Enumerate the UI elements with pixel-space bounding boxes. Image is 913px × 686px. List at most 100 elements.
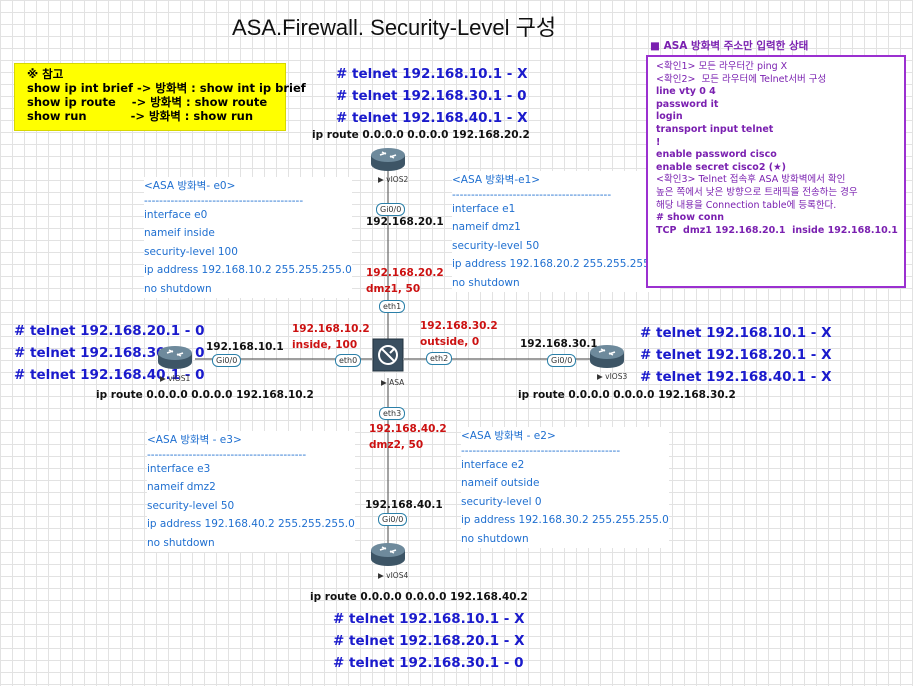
iface-vios4-gi00: Gi0/0: [378, 513, 408, 526]
device-label-vios3: ▶ vIOS3: [597, 372, 628, 381]
router-ip-vios2: 192.168.20.1: [366, 216, 444, 228]
telnet-line: # telnet 192.168.40.1 - X: [336, 110, 528, 126]
telnet-line: # telnet 192.168.30.1 - 0: [333, 655, 524, 671]
iface-asa-eth2: eth2: [426, 352, 453, 365]
router-ip-vios4: 192.168.40.1: [365, 499, 443, 511]
iface-asa-eth0: eth0: [335, 354, 362, 367]
telnet-results-vios1: # telnet 192.168.20.1 - 0 # telnet 192.1…: [14, 320, 205, 386]
config-line: <ASA 방화벽 - e2>: [461, 430, 556, 442]
config-line: security-level 50: [147, 499, 235, 512]
config-line: security-level 100: [144, 245, 238, 258]
route-vios2: ip route 0.0.0.0 0.0.0.0 192.168.20.2: [312, 129, 530, 141]
config-line: nameif dmz1: [452, 221, 521, 233]
telnet-results-vios3: # telnet 192.168.10.1 - X # telnet 192.1…: [640, 322, 832, 388]
reference-note: ※ 참고 show ip int brief -> 방화벽 : show int…: [14, 63, 306, 131]
reference-line: ※ 참고: [27, 67, 64, 81]
route-vios4: ip route 0.0.0.0 0.0.0.0 192.168.40.2: [310, 591, 528, 603]
device-name: ASA: [389, 378, 405, 387]
config-line: <ASA 방화벽- e0>: [144, 180, 236, 192]
device-name: vIOS1: [168, 374, 191, 383]
telnet-line: # telnet 192.168.10.1 - X: [336, 66, 528, 82]
reference-line: show run -> 방화벽 : show run: [27, 109, 254, 123]
asa-label-line: outside, 0: [420, 336, 480, 348]
iface-asa-eth3: eth3: [379, 407, 406, 420]
config-line: security-level 50: [452, 239, 540, 252]
config-line: ip address 192.168.20.2 255.255.255.0: [452, 258, 660, 270]
panel-line: # show conn: [656, 212, 724, 224]
config-line: no shutdown: [461, 532, 529, 545]
panel-line: <확인3> Telnet 접속후 ASA 방화벽에서 확인: [656, 174, 846, 186]
telnet-line: # telnet 192.168.20.1 - 0: [14, 323, 205, 339]
router-icon[interactable]: [370, 541, 406, 567]
device-label-vios1: ▶ vIOS1: [160, 374, 191, 383]
asa-label-dmz2: 192.168.40.2 dmz2, 50: [369, 421, 447, 453]
config-block-e2: <ASA 방화벽 - e2> -------------------------…: [461, 427, 669, 548]
router-icon[interactable]: [157, 344, 193, 370]
device-label-vios4: ▶ vIOS4: [378, 571, 409, 580]
config-line: nameif outside: [461, 477, 540, 489]
panel-line: TCP dmz1 192.168.20.1 inside 192.168.10.…: [656, 224, 898, 236]
router-icon[interactable]: [370, 146, 406, 172]
route-vios3: ip route 0.0.0.0 0.0.0.0 192.168.30.2: [518, 389, 736, 401]
asa-label-line: dmz1, 50: [366, 283, 421, 295]
telnet-line: # telnet 192.168.40.1 - X: [640, 369, 832, 385]
device-label-vios2: ▶ vIOS2: [378, 175, 409, 184]
iface-vios2-gi00: Gi0/0: [376, 203, 406, 216]
telnet-line: # telnet 192.168.30.1 - 0: [14, 345, 205, 361]
router-ip-vios1: 192.168.10.1: [206, 341, 284, 353]
asa-label-line: 192.168.30.2: [420, 320, 498, 332]
panel-line: !: [656, 136, 661, 148]
config-line: ----------------------------------------…: [452, 188, 612, 201]
config-line: nameif dmz2: [147, 481, 216, 493]
device-name: vIOS4: [386, 571, 409, 580]
panel-line: 해당 내용을 Connection table에 등록한다.: [656, 199, 837, 211]
asa-panel-title: ■ ASA 방화벽 주소만 입력한 상태: [650, 40, 809, 52]
reference-line: show ip int brief -> 방화벽 : show int ip b…: [27, 81, 306, 95]
asa-label-line: dmz2, 50: [369, 439, 424, 451]
device-label-asa: ▶ ASA: [381, 378, 405, 387]
iface-vios3-gi00: Gi0/0: [547, 354, 577, 367]
config-block-e3: <ASA 방화벽 - e3> -------------------------…: [147, 431, 355, 552]
device-name: vIOS3: [605, 372, 628, 381]
telnet-line: # telnet 192.168.30.1 - 0: [336, 88, 527, 104]
config-line: <ASA 방화벽-e1>: [452, 174, 541, 186]
device-name: vIOS2: [386, 175, 409, 184]
config-line: ip address 192.168.40.2 255.255.255.0: [147, 518, 355, 530]
reference-line: show ip route -> 방화벽 : show route: [27, 95, 268, 109]
asa-label-line: inside, 100: [292, 339, 358, 351]
panel-line: line vty 0 4: [656, 86, 716, 98]
telnet-line: # telnet 192.168.20.1 - X: [333, 633, 525, 649]
config-line: no shutdown: [452, 276, 520, 289]
config-line: ----------------------------------------…: [147, 448, 307, 461]
telnet-results-vios2: # telnet 192.168.10.1 - X # telnet 192.1…: [336, 63, 528, 129]
config-line: ip address 192.168.10.2 255.255.255.0: [144, 264, 352, 276]
asa-label-line: 192.168.10.2: [292, 323, 370, 335]
config-block-e1: <ASA 방화벽-e1> ---------------------------…: [452, 171, 660, 292]
panel-line: enable password cisco: [656, 149, 777, 161]
telnet-line: # telnet 192.168.10.1 - X: [640, 325, 832, 341]
asa-label-line: 192.168.20.2: [366, 267, 444, 279]
config-line: interface e3: [147, 462, 211, 475]
asa-status-panel: <확인1> 모든 라우터간 ping X <확인2> 모든 라우터에 Telne…: [646, 55, 906, 288]
config-line: security-level 0: [461, 495, 542, 508]
config-line: <ASA 방화벽 - e3>: [147, 434, 242, 446]
router-ip-vios3: 192.168.30.1: [520, 338, 598, 350]
route-vios1: ip route 0.0.0.0 0.0.0.0 192.168.10.2: [96, 389, 314, 401]
config-line: ----------------------------------------…: [461, 444, 621, 457]
config-line: interface e2: [461, 458, 525, 471]
config-line: no shutdown: [144, 282, 212, 295]
config-block-e0: <ASA 방화벽- e0> --------------------------…: [144, 177, 352, 298]
iface-vios1-gi00: Gi0/0: [212, 354, 242, 367]
config-line: ----------------------------------------…: [144, 194, 304, 207]
firewall-icon[interactable]: [372, 338, 404, 372]
panel-line: <확인2> 모든 라우터에 Telnet서버 구성: [656, 73, 827, 85]
asa-label-dmz1: 192.168.20.2 dmz1, 50: [366, 265, 444, 297]
asa-label-outside: 192.168.30.2 outside, 0: [420, 318, 498, 350]
config-line: nameif inside: [144, 227, 215, 239]
asa-label-inside: 192.168.10.2 inside, 100: [292, 321, 370, 353]
telnet-results-vios4: # telnet 192.168.10.1 - X # telnet 192.1…: [333, 608, 525, 674]
config-line: no shutdown: [147, 536, 215, 549]
telnet-line: # telnet 192.168.10.1 - X: [333, 611, 525, 627]
config-line: interface e0: [144, 208, 208, 221]
router-icon[interactable]: [589, 343, 625, 369]
